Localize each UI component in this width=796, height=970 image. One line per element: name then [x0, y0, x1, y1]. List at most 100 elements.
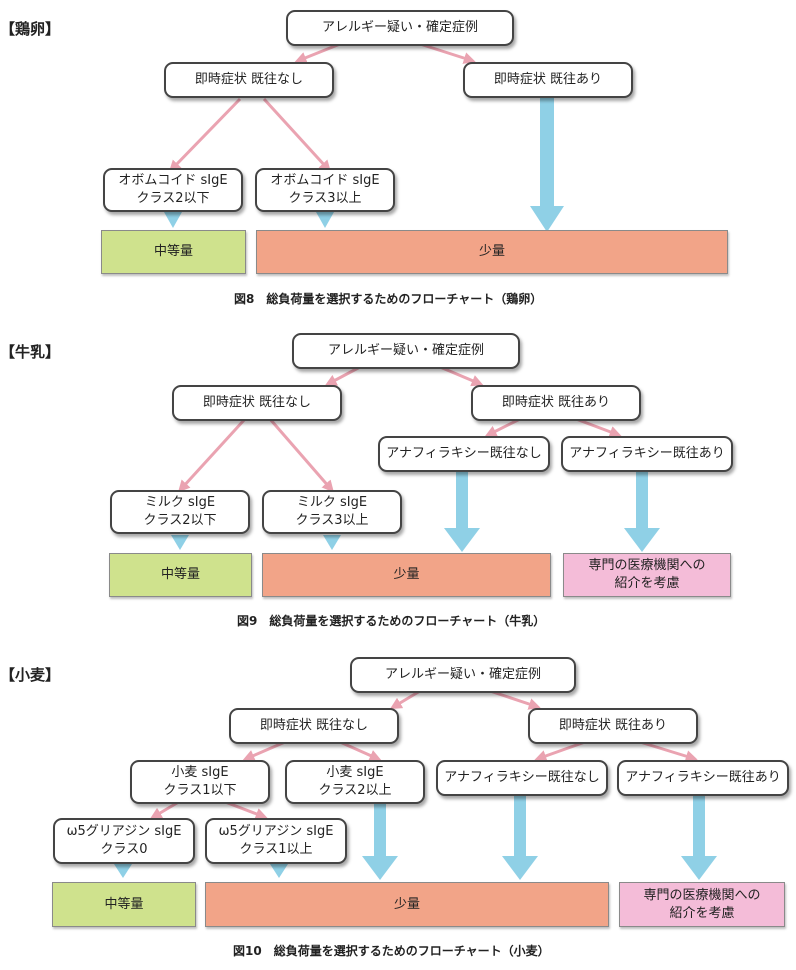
- wheat-sige-low-line2: クラス1以下: [163, 783, 237, 798]
- egg-low-to-medium-arrow: [164, 212, 182, 228]
- milk-sige-high-line2: クラス3以上: [295, 513, 369, 528]
- egg-sige-low-line2: クラス2以下: [136, 191, 210, 206]
- wheat-small-bar: 少量: [205, 882, 609, 927]
- milk-root-text: アレルギー疑い・確定症例: [327, 343, 484, 358]
- wheat-history-to-no-ana: [534, 740, 586, 762]
- wheat-anaphylaxis-node: アナフィラキシー既往あり: [617, 760, 789, 796]
- wheat-ana-to-referral-arrow: [681, 792, 717, 880]
- egg-small-text: 少量: [478, 244, 505, 259]
- milk-anaphylaxis-node: アナフィラキシー既往あり: [561, 436, 733, 472]
- wheat-omega-high-line1: ω5グリアジン sIgE: [218, 824, 334, 839]
- egg-no-history-text: 即時症状 既往なし: [194, 72, 304, 87]
- wheat-sige-low-node: 小麦 sIgE クラス1以下: [130, 760, 270, 804]
- milk-history-to-no-ana: [484, 417, 521, 437]
- milk-small-text: 少量: [393, 567, 420, 582]
- wheat-history-to-ana: [639, 740, 698, 762]
- milk-no-history-node: 即時症状 既往なし: [172, 385, 342, 421]
- egg-sige-high-node: オボムコイド sIgE クラス3以上: [255, 168, 395, 212]
- egg-no-history-to-high: [262, 97, 332, 173]
- wheat-sige-high-node: 小麦 sIgE クラス2以上: [285, 760, 425, 804]
- wheat-omega-low-line1: ω5グリアジン sIgE: [66, 824, 182, 839]
- wheat-small-text: 少量: [393, 896, 420, 912]
- egg-small-bar: 少量: [256, 230, 728, 274]
- milk-sige-low-line1: ミルク sIgE: [144, 495, 216, 510]
- milk-high-to-small-arrow: [323, 535, 341, 550]
- wheat-omega-low-to-medium-arrow: [114, 864, 132, 878]
- milk-no-anaphylaxis-text: アナフィラキシー既往なし: [386, 446, 542, 461]
- milk-sige-low-line2: クラス2以下: [143, 513, 217, 528]
- milk-root-to-no-history: [324, 365, 361, 386]
- egg-high-to-small-arrow: [316, 212, 334, 228]
- milk-referral-line2: 紹介を考慮: [614, 576, 680, 591]
- milk-sige-low-node: ミルク sIgE クラス2以下: [110, 490, 250, 534]
- egg-root-to-no-history: [294, 42, 341, 64]
- egg-history-to-small-arrow: [530, 98, 564, 232]
- milk-no-ana-to-small-arrow: [444, 470, 480, 552]
- wheat-no-history-to-high: [339, 740, 382, 762]
- milk-no-history-to-low: [177, 417, 247, 493]
- milk-root-to-history: [439, 365, 484, 387]
- milk-medium-bar: 中等量: [109, 553, 252, 597]
- wheat-no-history-node: 即時症状 既往なし: [229, 708, 399, 744]
- wheat-medium-bar: 中等量: [52, 882, 196, 927]
- milk-small-bar: 少量: [262, 553, 551, 597]
- egg-root-to-history: [419, 42, 476, 64]
- milk-ana-to-referral-arrow: [624, 470, 660, 552]
- wheat-omega-high-to-small-arrow: [270, 864, 288, 878]
- wheat-omega-low-line2: クラス0: [100, 842, 148, 857]
- milk-no-anaphylaxis-node: アナフィラキシー既往なし: [378, 436, 550, 472]
- wheat-sige-high-line1: 小麦 sIgE: [326, 765, 384, 780]
- wheat-omega-high-node: ω5グリアジン sIgE クラス1以上: [205, 818, 347, 864]
- wheat-no-anaphylaxis-text: アナフィラキシー既往なし: [444, 770, 600, 785]
- milk-referral-bar: 専門の医療機関への 紹介を考慮: [563, 553, 731, 597]
- wheat-history-node: 即時症状 既往あり: [528, 708, 698, 744]
- wheat-root-to-no-history: [389, 689, 421, 710]
- wheat-root-to-history: [489, 689, 541, 710]
- wheat-referral-line2: 紹介を考慮: [669, 905, 735, 921]
- egg-sige-high-line2: クラス3以上: [288, 191, 362, 206]
- egg-section-label: 【鶏卵】: [0, 20, 61, 38]
- milk-section-label: 【牛乳】: [0, 343, 61, 361]
- wheat-section-label: 【小麦】: [0, 666, 61, 684]
- egg-sige-low-line1: オボムコイド sIgE: [118, 173, 228, 188]
- wheat-sige-high-line2: クラス2以上: [318, 783, 392, 798]
- egg-sige-low-node: オボムコイド sIgE クラス2以下: [103, 168, 243, 212]
- milk-no-history-to-high: [268, 418, 334, 493]
- milk-history-text: 即時症状 既往あり: [501, 395, 611, 410]
- wheat-no-anaphylaxis-node: アナフィラキシー既往なし: [436, 760, 608, 796]
- wheat-no-history-text: 即時症状 既往なし: [259, 718, 369, 733]
- wheat-referral-line1: 専門の医療機関への: [643, 887, 761, 903]
- milk-referral-line1: 専門の医療機関への: [588, 558, 706, 573]
- wheat-omega-high-line2: クラス1以上: [239, 842, 313, 857]
- egg-history-node: 即時症状 既往あり: [463, 62, 633, 98]
- milk-sige-high-line1: ミルク sIgE: [296, 495, 368, 510]
- egg-history-text: 即時症状 既往あり: [493, 72, 603, 87]
- milk-history-to-ana: [575, 417, 622, 438]
- egg-sige-high-line1: オボムコイド sIgE: [270, 173, 380, 188]
- wheat-high-to-small-arrow: [362, 800, 398, 880]
- milk-sige-high-node: ミルク sIgE クラス3以上: [262, 490, 402, 534]
- wheat-anaphylaxis-text: アナフィラキシー既往あり: [625, 770, 781, 785]
- milk-anaphylaxis-text: アナフィラキシー既往あり: [569, 446, 725, 461]
- egg-root-text: アレルギー疑い・確定症例: [321, 20, 478, 35]
- milk-low-to-medium-arrow: [171, 535, 189, 550]
- wheat-no-history-to-low: [242, 740, 286, 762]
- milk-medium-text: 中等量: [160, 567, 200, 582]
- wheat-root-node: アレルギー疑い・確定症例: [350, 657, 576, 693]
- egg-no-history-node: 即時症状 既往なし: [164, 62, 334, 98]
- wheat-root-text: アレルギー疑い・確定症例: [384, 667, 541, 682]
- egg-no-history-to-low: [168, 97, 242, 173]
- wheat-no-ana-to-small-arrow: [502, 792, 538, 880]
- wheat-omega-low-node: ω5グリアジン sIgE クラス0: [53, 818, 195, 864]
- egg-root-node: アレルギー疑い・確定症例: [286, 10, 514, 46]
- wheat-referral-bar: 専門の医療機関への 紹介を考慮: [619, 882, 785, 927]
- milk-root-node: アレルギー疑い・確定症例: [292, 333, 520, 369]
- wheat-medium-text: 中等量: [104, 896, 144, 912]
- milk-no-history-text: 即時症状 既往なし: [202, 395, 312, 410]
- egg-medium-bar: 中等量: [101, 230, 246, 274]
- wheat-caption: 図10 総負荷量を選択するためのフローチャート（小麦）: [233, 944, 550, 958]
- egg-medium-text: 中等量: [153, 244, 193, 259]
- milk-caption: 図9 総負荷量を選択するためのフローチャート（牛乳）: [237, 614, 546, 628]
- egg-caption: 図8 総負荷量を選択するためのフローチャート（鶏卵）: [234, 292, 543, 306]
